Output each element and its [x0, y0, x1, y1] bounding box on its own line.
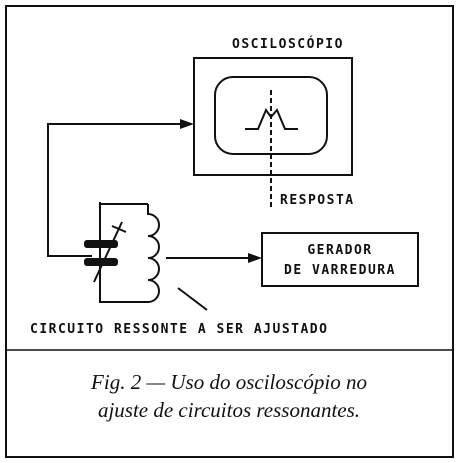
sweep-generator-box [261, 232, 419, 287]
caption-line1: Fig. 2 — Uso do osciloscópio no [90, 370, 367, 394]
arrow-to-oscilloscope [180, 119, 194, 129]
circuit-leader-line [177, 287, 208, 311]
inductor-coil [147, 204, 160, 303]
generator-label-line2: DE VARREDURA [284, 263, 396, 278]
capacitor-variable-arrow [93, 221, 123, 283]
arrow-to-generator [248, 253, 262, 263]
generator-label-line1: GERADOR [307, 243, 372, 258]
circuit-wire-left [99, 202, 148, 303]
capacitor-variable-tick [111, 225, 127, 233]
circuit-label: CIRCUITO RESSONTE A SER AJUSTADO [30, 322, 328, 337]
capacitor-plate-bottom [84, 258, 118, 266]
oscilloscope-label: OSCILOSCÓPIO [232, 36, 344, 52]
caption-line2: ajuste de circuitos ressonantes. [98, 398, 360, 422]
capacitor-plate-top [84, 240, 118, 248]
figure-frame [5, 5, 454, 458]
oscilloscope-box [193, 57, 353, 176]
response-label: RESPOSTA [280, 193, 355, 208]
oscilloscope-input-wire [47, 123, 188, 257]
